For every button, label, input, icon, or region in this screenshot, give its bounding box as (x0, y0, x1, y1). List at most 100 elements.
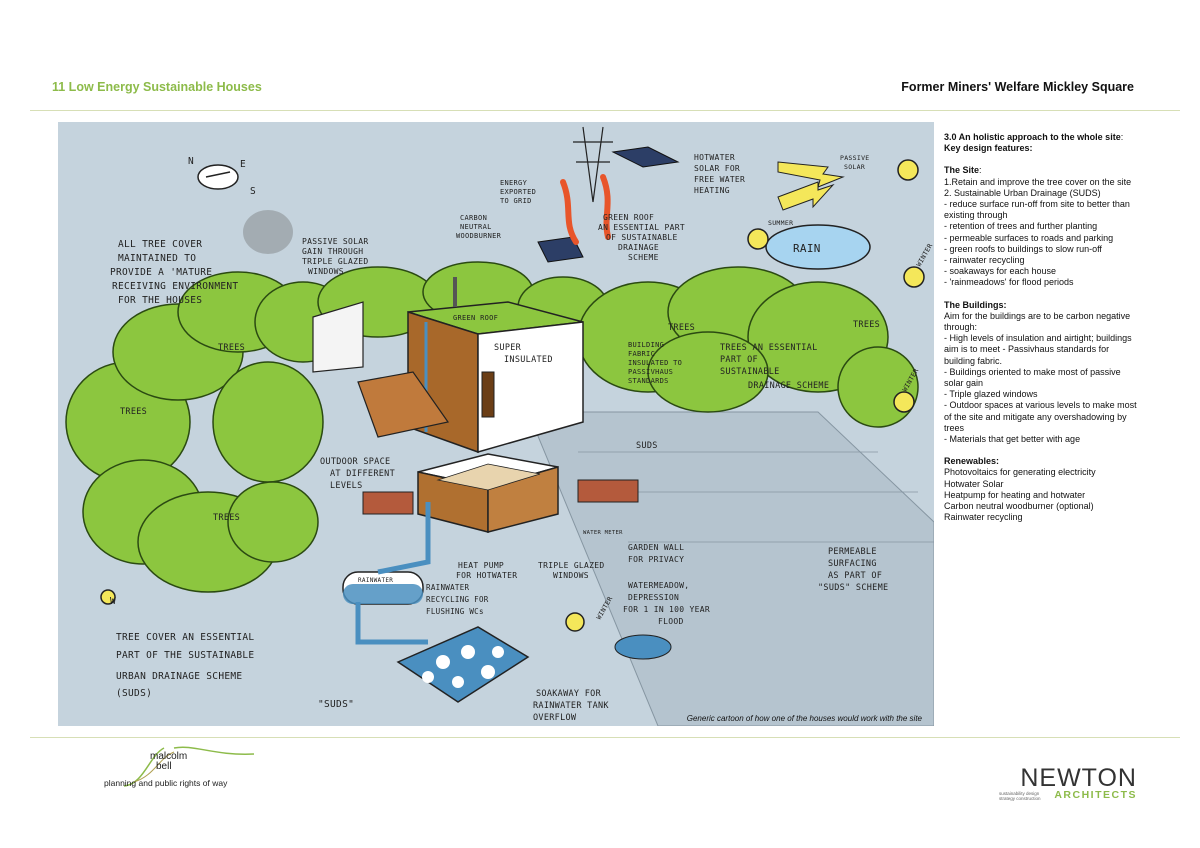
label-heat-pump-1: HEAT PUMP (458, 561, 504, 570)
renewables-item: Hotwater Solar (944, 478, 1004, 489)
smoke (243, 210, 293, 254)
label-trees-essential-1: TREES AN ESSENTIAL (720, 343, 818, 353)
buildings-heading: The Buildings: (944, 299, 1007, 310)
label-rainwater-tank: RAINWATER (358, 577, 393, 584)
label-fabric-2: FABRIC (628, 350, 655, 358)
label-triple-1: TRIPLE GLAZED (538, 561, 605, 570)
label-soakaway-1: SOAKAWAY FOR (536, 689, 602, 699)
label-fabric-1: BUILDING (628, 341, 664, 349)
label-hotwater-3: FREE WATER (694, 175, 745, 184)
solar-panels (537, 146, 680, 263)
rainwater-tank (342, 571, 424, 605)
label-meadow-3: FOR 1 IN 100 YEAR (623, 605, 710, 614)
rain-cloud (765, 224, 871, 270)
label-trees-4: TREES (668, 323, 695, 333)
site-item: - permeable surfaces to roads and parkin… (944, 232, 1114, 243)
label-fabric-3: INSULATED TO (628, 359, 682, 367)
buildings-item: - Materials that get better with age (944, 434, 1081, 445)
label-roof: GREEN ROOF (453, 314, 498, 322)
label-meadow-4: FLOOD (658, 617, 684, 626)
label-suds-1: SUDS (636, 441, 658, 451)
label-meadow-1: WATERMEADOW, (628, 581, 689, 590)
label-trees-3: TREES (213, 513, 240, 523)
label-soakaway-2: RAINWATER TANK (533, 701, 609, 711)
sketch-caption: Generic cartoon of how one of the houses… (686, 714, 922, 723)
label-energy-3: TO GRID (500, 197, 532, 205)
label-green-roof-2: AN ESSENTIAL PART (598, 223, 685, 232)
water-pipe (355, 502, 431, 645)
label-hotwater-1: HOTWATER (694, 153, 735, 162)
label-hotwater-2: SOLAR FOR (694, 164, 740, 173)
sun-icons (100, 159, 925, 632)
house-upper (312, 277, 584, 454)
site-item: - green roofs to buildings to slow run-o… (944, 243, 1102, 254)
pylon (573, 126, 613, 203)
section-heading: 3.0 An holistic approach to the whole si… (944, 132, 1124, 142)
renewables-item: Heatpump for heating and hotwater (944, 489, 1086, 500)
soakaway (396, 626, 530, 703)
renewables-item: Carbon neutral woodburner (optional) (944, 501, 1094, 512)
label-trees-2: TREES (120, 407, 147, 417)
label-outdoor-2: AT DIFFERENT (330, 469, 395, 479)
label-compass-w: W (110, 596, 116, 607)
label-rain: RAIN (793, 242, 821, 255)
label-fabric-5: STANDARDS (628, 377, 669, 385)
site-item: 1.Retain and improve the tree cover on t… (944, 176, 1132, 187)
label-carbon-3: WOODBURNER (456, 232, 502, 240)
label-green-roof-5: SCHEME (628, 253, 659, 262)
site-title: Former Miners' Welfare Mickley Square (901, 80, 1134, 94)
label-compass-n: N (188, 156, 194, 167)
label-compass-s: S (250, 186, 256, 197)
sketch-drawing: N E S W ALL TREE COVER MAINTAINED TO PRO… (65, 126, 934, 726)
label-tree-cover-2: MAINTAINED TO (118, 253, 196, 264)
label-passive-solar-2: SOLAR (844, 163, 865, 171)
site-item: - reduce surface run-off from site to be… (944, 199, 1130, 221)
buildings-item: Aim for the buildings are to be carbon n… (944, 310, 1131, 333)
site-item: - soakaways for each house (944, 266, 1057, 277)
energy-flow (560, 174, 611, 245)
label-fabric-4: PASSIVHAUS (628, 368, 673, 376)
label-passive-2: GAIN THROUGH (302, 247, 363, 256)
newton-wordmark: NEWTON (1020, 764, 1137, 792)
label-permeable-4: "SUDS" SCHEME (818, 583, 888, 593)
label-tree-cover-1: ALL TREE COVER (118, 239, 202, 250)
label-passive-3: TRIPLE GLAZED (302, 257, 369, 266)
label-soakaway-3: OVERFLOW (533, 713, 577, 723)
label-green-roof-4: DRAINAGE (618, 243, 659, 252)
label-green-roof-1: GREEN ROOF (603, 213, 654, 222)
label-permeable-1: PERMEABLE (828, 547, 877, 557)
label-super-2: INSULATED (504, 355, 553, 365)
label-tree-cover-3: PROVIDE A 'MATURE (110, 267, 212, 278)
buildings-item: - High levels of insulation and airtight… (944, 333, 1132, 366)
top-divider (30, 110, 1180, 111)
site-item: - 'rainmeadows' for flood periods (944, 277, 1074, 288)
label-carbon-2: NEUTRAL (460, 223, 492, 231)
label-winter-1: WINTER (915, 242, 934, 268)
label-green-roof-3: OF SUSTAINABLE (606, 233, 678, 242)
label-outdoor-1: OUTDOOR SPACE (320, 457, 390, 467)
label-hotwater-4: HEATING (694, 186, 730, 195)
label-trees-essential-3: SUSTAINABLE (720, 367, 780, 377)
label-garden-1: GARDEN WALL (628, 543, 684, 552)
label-heat-pump-2: FOR HOTWATER (456, 571, 517, 580)
compass-north (197, 164, 239, 190)
label-trees-essential-4: DRAINAGE SCHEME (748, 381, 829, 391)
label-tree-suds-2: PART OF THE SUSTAINABLE (116, 650, 254, 661)
label-suds-2: "SUDS" (318, 699, 354, 710)
buildings-item: - Outdoor spaces at various levels to ma… (944, 400, 1137, 433)
label-super-1: SUPER (494, 343, 522, 353)
architects-wordmark: ARCHITECTS (1054, 789, 1137, 801)
passive-solar-arrows (777, 161, 845, 211)
malcolm-bell-tagline: planning and public rights of way (104, 778, 228, 788)
site-sketch: N E S W ALL TREE COVER MAINTAINED TO PRO… (58, 122, 934, 726)
label-energy-1: ENERGY (500, 179, 528, 187)
label-recycling-1: RAINWATER (426, 583, 470, 592)
label-permeable-3: AS PART OF (828, 571, 882, 581)
renewables-heading: Renewables: (944, 456, 1000, 467)
trees-left (65, 271, 352, 593)
label-passive-1: PASSIVE SOLAR (302, 237, 369, 246)
label-meadow-2: DEPRESSION (628, 593, 679, 602)
